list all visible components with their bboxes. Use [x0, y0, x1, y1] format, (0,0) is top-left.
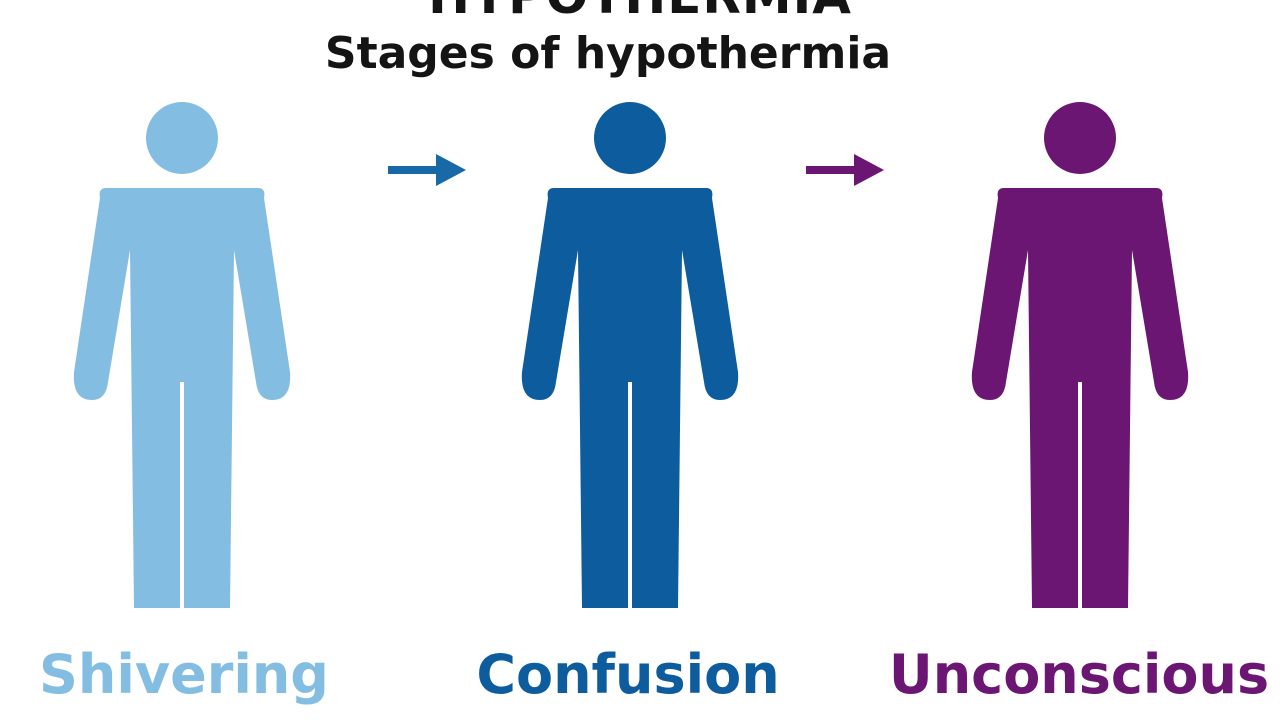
stage-figure-unconscious	[960, 100, 1200, 612]
person-icon	[971, 102, 1189, 608]
person-icon	[73, 102, 291, 608]
stage-label-confusion: Confusion	[476, 643, 780, 706]
stage-figure-shivering	[62, 100, 302, 612]
stage-label-unconscious: Unconscious	[888, 643, 1270, 706]
stage-figure-confusion	[510, 100, 750, 612]
arrow-right-icon	[804, 152, 886, 188]
subtitle: Stages of hypothermia	[324, 28, 892, 79]
arrow-right-icon	[386, 152, 468, 188]
main-title: HYPOTHERMIA	[0, 0, 1280, 26]
stage-label-shivering: Shivering	[39, 643, 329, 706]
person-icon	[521, 102, 739, 608]
